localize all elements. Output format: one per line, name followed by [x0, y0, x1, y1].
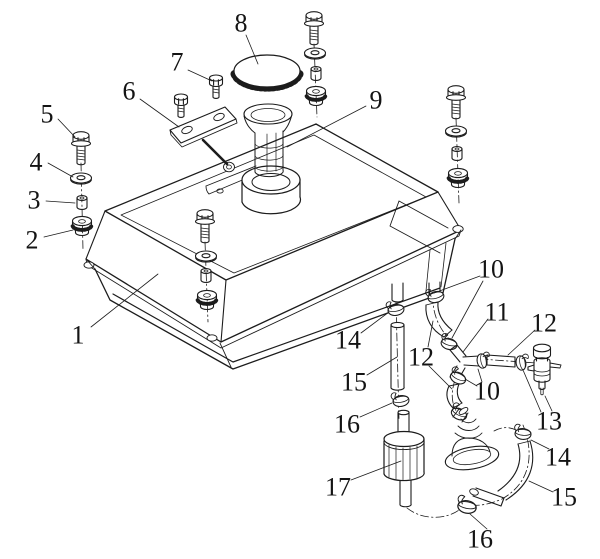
callout-label-3: 3 [28, 186, 41, 215]
leader-line [90, 273, 159, 328]
fuel-filter [383, 409, 425, 508]
hose-clamp [455, 494, 479, 516]
fuel-pipe-straight [390, 321, 405, 391]
rubber-grommet [70, 214, 94, 238]
fuel-hose-short [446, 383, 463, 409]
callout-label-14: 14 [545, 443, 571, 472]
flat-washer [444, 125, 468, 138]
rubber-grommet [195, 288, 219, 312]
leader-line [544, 395, 553, 412]
callout-label-16: 16 [334, 410, 360, 439]
leader-line [245, 34, 259, 65]
fuel-cap [230, 54, 304, 92]
engine-inlet-fitting [444, 407, 500, 471]
leader-line [43, 229, 74, 238]
leader-line [507, 329, 536, 356]
fuel-pipe-short [486, 354, 516, 368]
callout-label-6: 6 [123, 77, 136, 106]
fuel-hose-curved [469, 440, 534, 507]
plate-screw [208, 74, 224, 99]
leader-line [57, 118, 76, 138]
spacer-bush [76, 195, 88, 210]
leader-line [286, 105, 367, 148]
leader-line [464, 378, 478, 387]
leader-line [427, 320, 434, 348]
callout-label-10: 10 [478, 255, 504, 284]
callout-label-2: 2 [26, 226, 39, 255]
leader-line [360, 311, 390, 334]
leader-line [350, 460, 402, 481]
callout-label-16: 16 [467, 525, 493, 554]
leader-line [433, 275, 481, 294]
callout-label-17: 17 [325, 473, 351, 502]
callout-label-5: 5 [41, 100, 54, 129]
callout-label-4: 4 [30, 148, 43, 177]
rubber-grommet [304, 84, 328, 108]
callout-label-9: 9 [370, 86, 383, 115]
callout-label-13: 13 [536, 407, 562, 436]
hose-clamp [424, 285, 446, 306]
callout-label-12: 12 [408, 343, 434, 372]
mount-bolt [445, 85, 467, 120]
fuel-hose-curved [425, 301, 453, 338]
fuel-strainer [243, 103, 293, 178]
leader-line [477, 368, 483, 383]
leader-line [528, 480, 554, 493]
leader-line [359, 402, 393, 418]
hose-clamp [447, 365, 470, 387]
hose-clamp [390, 389, 411, 409]
leader-line [530, 439, 550, 450]
callout-label-8: 8 [235, 9, 248, 38]
callout-label-1: 1 [72, 321, 85, 350]
mount-bolt [303, 11, 325, 46]
plate-screw [173, 93, 189, 118]
callout-label-14: 14 [335, 326, 361, 355]
spacer-bush [310, 66, 322, 81]
callout-label-7: 7 [171, 48, 184, 77]
filler-neck [241, 165, 302, 215]
leader-line [428, 365, 453, 390]
fuel-petcock [527, 343, 562, 396]
leader-line [139, 98, 180, 128]
flat-washer [69, 172, 93, 185]
leader-line [45, 200, 76, 204]
leader-line [187, 69, 213, 82]
flat-washer [194, 250, 218, 263]
callout-label-12: 12 [531, 309, 557, 338]
leader-line [451, 280, 484, 339]
leader-line [522, 369, 542, 413]
leader-line [469, 513, 488, 530]
hose-clamp [513, 423, 533, 441]
callout-label-15: 15 [341, 368, 367, 397]
leader-line [47, 162, 74, 178]
callout-label-11: 11 [484, 298, 509, 327]
phantom-centerlines [395, 294, 537, 518]
callout-label-15: 15 [551, 483, 577, 512]
hose-clamp [438, 332, 460, 352]
leader-line [462, 318, 489, 353]
leader-line [366, 356, 398, 376]
callout-label-10: 10 [474, 377, 500, 406]
mounting-plate [169, 106, 238, 166]
flat-washer [303, 47, 327, 60]
fuel-tank-body [83, 123, 464, 370]
